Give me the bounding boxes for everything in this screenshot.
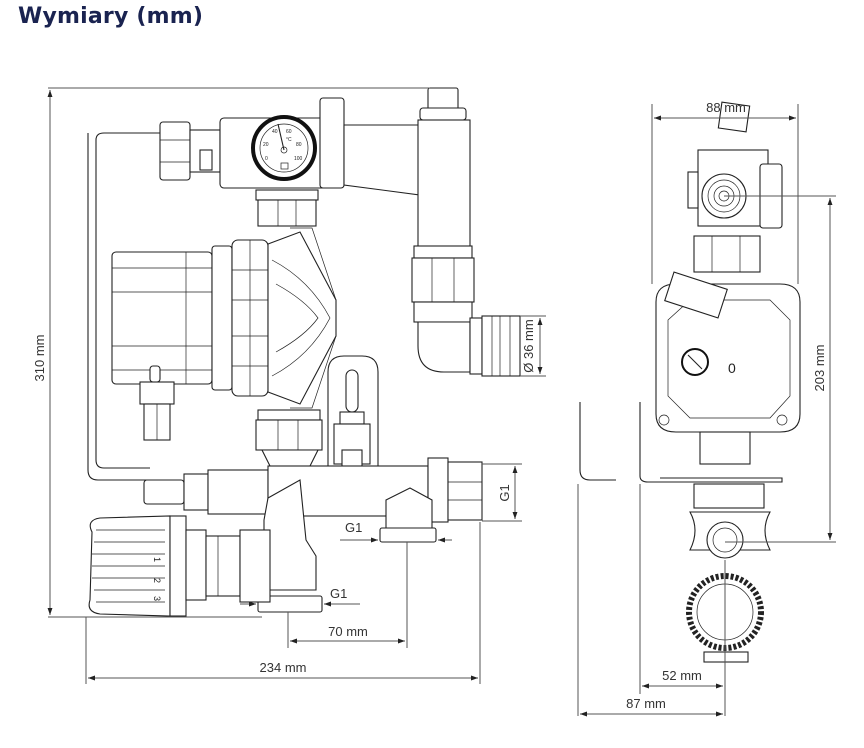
dimension-thread-right: G1: [482, 463, 522, 522]
dimension-label: 70 mm: [328, 624, 368, 639]
dimension-label: 310 mm: [32, 335, 47, 382]
thermometer-tick-label: 20: [263, 142, 269, 148]
dimension-thread-bottom: G1: [240, 586, 360, 607]
dimension-label: G1: [497, 484, 512, 501]
return-pipe: [411, 87, 521, 377]
front-view: 0 20 40 60 80 100 °C: [32, 87, 546, 684]
dimension-label: 87 mm: [626, 696, 666, 711]
dimension-label: 203 mm: [812, 345, 827, 392]
thermostatic-head: 1 2 3: [88, 515, 271, 617]
wall-bracket: [579, 402, 616, 481]
thermometer-tick-label: 100: [294, 156, 303, 162]
thermostat-mark: 3: [152, 596, 162, 601]
dimension-label: G1: [345, 520, 362, 535]
dimension-thread-middle: G1: [340, 520, 452, 543]
thermometer-unit: °C: [286, 137, 292, 143]
circulation-pump: [111, 227, 337, 409]
dimension-side-width: 88 mm: [651, 100, 799, 284]
thermostat-mark: 2: [152, 578, 162, 583]
side-pump-head: 0: [655, 271, 801, 433]
dimension-pipe-diameter: Ø 36 mm: [520, 315, 546, 377]
dimension-label: 88 mm: [706, 100, 746, 115]
thermometer: 0 20 40 60 80 100 °C: [251, 115, 317, 181]
thermometer-tick-label: 0: [265, 156, 268, 162]
dimension-label: G1: [330, 586, 347, 601]
dimension-height: 310 mm: [32, 87, 430, 618]
drain-valve: [139, 365, 175, 441]
side-lower-body: [686, 431, 771, 663]
side-top-fitting: [687, 101, 783, 273]
pump-setting: 0: [728, 360, 736, 376]
dimension-side-depth-inner: 52 mm: [639, 484, 726, 716]
mounting-rail: [87, 133, 150, 481]
dimension-side-height: 203 mm: [724, 195, 836, 543]
thermometer-tick-label: 40: [272, 129, 278, 135]
dimension-width: 234 mm: [85, 522, 481, 684]
page-title: Wymiary (mm): [18, 4, 204, 29]
side-view: 0 88 mm 203 mm: [577, 100, 836, 717]
dimension-label: 234 mm: [260, 660, 307, 675]
dimension-side-depth-outer: 87 mm: [577, 484, 723, 717]
dimension-label: 52 mm: [662, 668, 702, 683]
thermostat-mark: 1: [152, 557, 162, 562]
thermometer-tick-label: 80: [296, 142, 302, 148]
dimension-label: Ø 36 mm: [521, 319, 536, 372]
dimension-spacing: 70 mm: [287, 542, 408, 648]
manifold: [143, 457, 483, 613]
bypass-valve: [327, 355, 379, 471]
thermometer-tick-label: 60: [286, 129, 292, 135]
